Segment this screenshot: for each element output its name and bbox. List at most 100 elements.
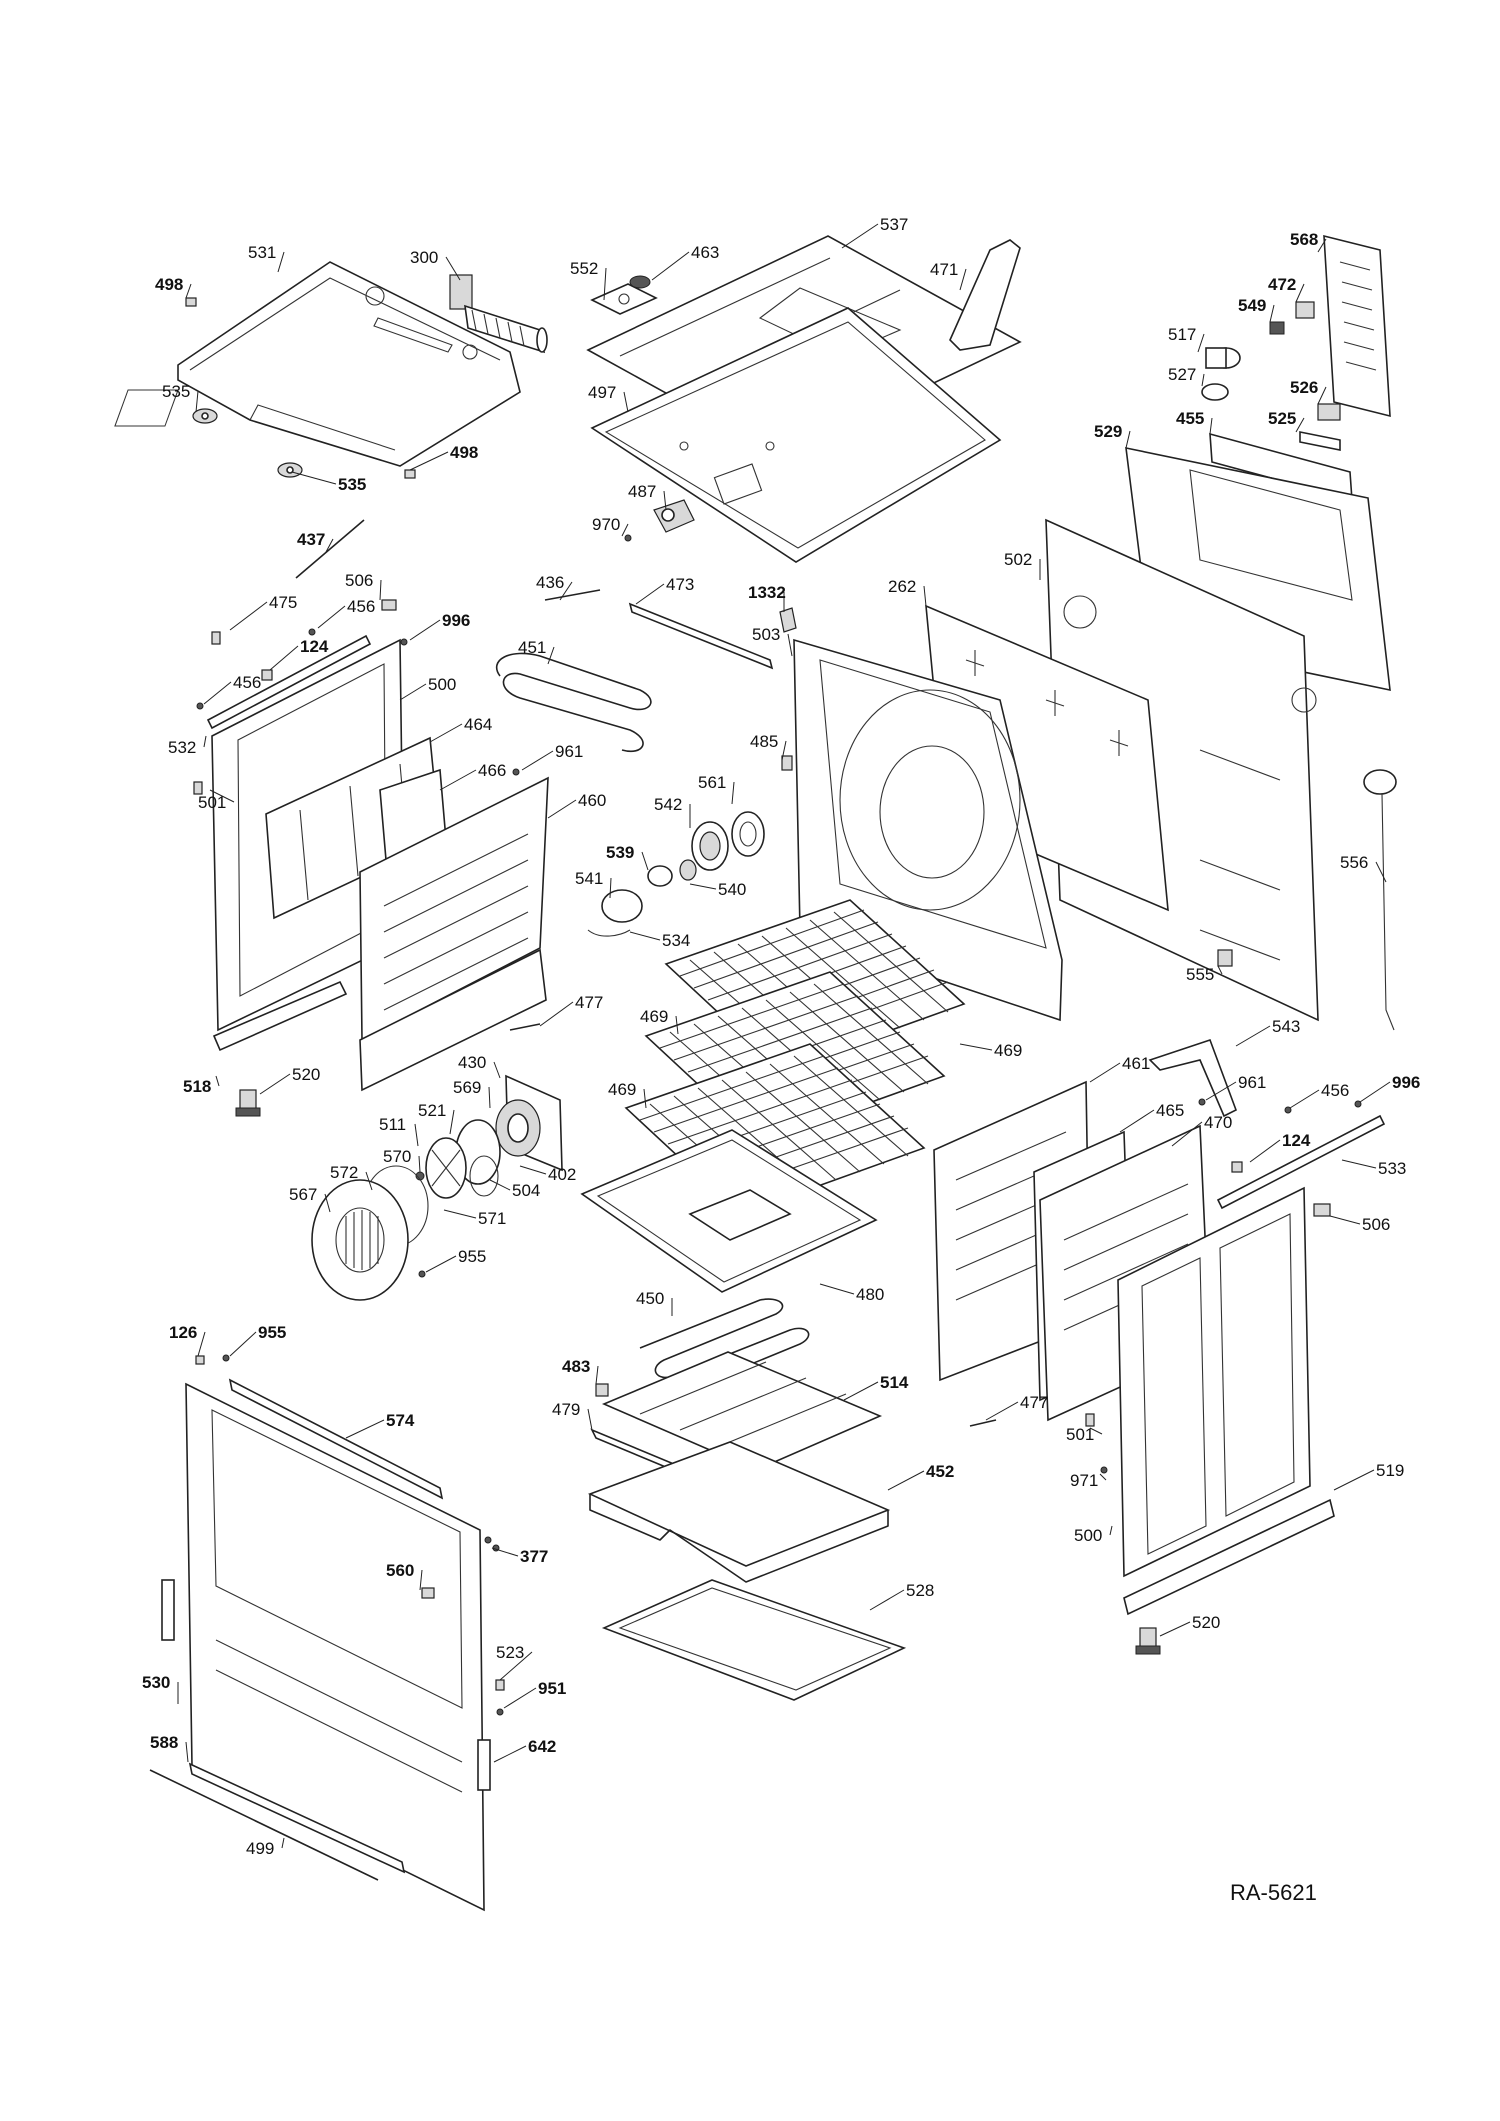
callout-480: 480 (856, 1285, 884, 1304)
callout-leader-451 (547, 646, 555, 665)
callout-961: 961 (1238, 1073, 1266, 1092)
callout-552: 552 (570, 259, 598, 278)
broiler-pan-514 (601, 1351, 883, 1471)
callout-483: 483 (562, 1357, 590, 1376)
foot-bracket-535-bottom (277, 462, 303, 478)
callout-leader-520 (1159, 1621, 1191, 1637)
callout-leader-541 (609, 877, 612, 899)
wire-harness-556 (1363, 769, 1397, 1031)
capacitor-517 (1205, 347, 1241, 369)
callout-leader-485 (781, 740, 787, 761)
callout-leader-498 (185, 283, 192, 299)
callout-leader-300 (445, 256, 461, 281)
callout-537: 537 (880, 215, 908, 234)
clip-523 (495, 1679, 505, 1691)
callout-532: 532 (168, 738, 196, 757)
cover-527 (1201, 383, 1229, 401)
callout-506: 506 (345, 571, 373, 590)
callout-504: 504 (512, 1181, 540, 1200)
bracket-504 (469, 1155, 499, 1197)
clip-506-left (381, 599, 397, 611)
callout-leader-588 (185, 1741, 189, 1763)
callout-502: 502 (1004, 550, 1032, 569)
callout-466: 466 (478, 761, 506, 780)
callout-461: 461 (1122, 1054, 1150, 1073)
screw-951 (496, 1708, 504, 1716)
callout-leader-124 (269, 645, 299, 671)
callout-leader-970 (621, 523, 629, 537)
callout-leader-534 (629, 931, 661, 941)
clip-498-bottom (404, 469, 416, 479)
callout-519: 519 (1376, 1461, 1404, 1480)
callout-498: 498 (450, 443, 478, 462)
trim-574 (228, 1378, 444, 1500)
callout-leader-473 (635, 583, 665, 605)
callout-561: 561 (698, 773, 726, 792)
hinge-642 (477, 1739, 491, 1791)
callout-469: 469 (994, 1041, 1022, 1060)
callout-300: 300 (410, 248, 438, 267)
callout-leader-539 (641, 851, 649, 871)
callout-leader-996 (1359, 1081, 1391, 1103)
callout-452: 452 (926, 1462, 954, 1481)
callout-leader-452 (887, 1470, 925, 1491)
callout-463: 463 (691, 243, 719, 262)
bracket-555 (1217, 949, 1233, 967)
callout-leader-571 (443, 1209, 477, 1219)
bracket-543 (1148, 1038, 1237, 1118)
clip-483 (595, 1383, 609, 1397)
clip-498-top (185, 297, 197, 307)
callout-501: 501 (1066, 1425, 1094, 1444)
callout-leader-499 (281, 1837, 285, 1849)
callout-430: 430 (458, 1053, 486, 1072)
callout-479: 479 (552, 1400, 580, 1419)
callout-469: 469 (608, 1080, 636, 1099)
callout-leader-521 (449, 1109, 455, 1135)
callout-leader-528 (869, 1589, 905, 1611)
terminal-block-526 (1317, 403, 1341, 421)
callout-leader-961 (521, 750, 554, 771)
clip-126 (195, 1355, 205, 1365)
callout-542: 542 (654, 795, 682, 814)
callout-leader-469 (643, 1088, 647, 1109)
callout-473: 473 (666, 575, 694, 594)
screw-971 (1100, 1466, 1108, 1474)
bracket-1332 (779, 607, 797, 633)
callout-450: 450 (636, 1289, 664, 1308)
callout-464: 464 (464, 715, 492, 734)
screw-961-right (1198, 1098, 1206, 1106)
callout-124: 124 (300, 637, 329, 656)
callout-525: 525 (1268, 409, 1296, 428)
callout-leader-469 (959, 1043, 993, 1051)
callout-471: 471 (930, 260, 958, 279)
relay-549 (1269, 321, 1285, 335)
callout-996: 996 (1392, 1073, 1420, 1092)
callout-leader-535 (195, 390, 199, 413)
callout-402: 402 (548, 1165, 576, 1184)
callout-527: 527 (1168, 365, 1196, 384)
callout-leader-124 (1249, 1139, 1281, 1163)
callout-971: 971 (1070, 1471, 1098, 1490)
bracket-485 (781, 755, 793, 771)
leveling-leg-520-right (1135, 1627, 1161, 1655)
bracket-124-right (1231, 1161, 1243, 1173)
callout-leader-532 (203, 735, 207, 748)
callout-531: 531 (248, 243, 276, 262)
callout-leader-456 (203, 681, 232, 705)
callout-503: 503 (752, 625, 780, 644)
callout-leader-466 (439, 769, 477, 791)
callout-leader-472 (1295, 283, 1305, 303)
callout-leader-126 (197, 1331, 206, 1357)
callout-leader-436 (559, 581, 573, 601)
callout-leader-533 (1341, 1159, 1377, 1169)
callout-leader-437 (325, 538, 334, 553)
callout-leader-519 (1333, 1469, 1375, 1491)
callout-541: 541 (575, 869, 603, 888)
callout-leader-642 (493, 1745, 527, 1763)
callout-leader-455 (1209, 417, 1213, 435)
screw-996-right (1354, 1100, 1362, 1108)
callout-leader-570 (418, 1155, 421, 1173)
bottom-trim-518 (212, 980, 348, 1052)
thermostat-487 (653, 499, 695, 533)
callout-517: 517 (1168, 325, 1196, 344)
